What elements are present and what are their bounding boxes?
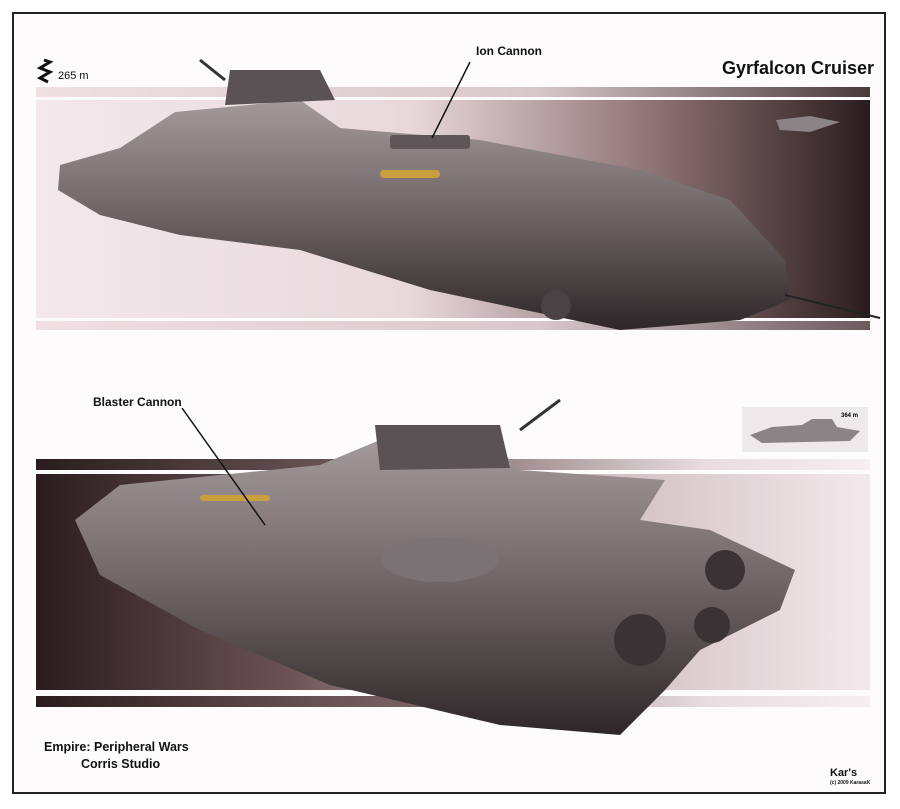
scale-zigzag-icon (36, 58, 54, 84)
credits: Empire: Peripheral Wars Corris Studio (44, 739, 189, 773)
side-view-inset: 364 m (742, 407, 868, 452)
blaster-cannon-leader-line (181, 407, 266, 526)
ion-cannon-label: Ion Cannon (476, 44, 542, 58)
top-stripe (36, 87, 870, 97)
artist-signature: Kar's (c) 2009 KarasaK (830, 768, 870, 788)
cruiser-top-view (58, 58, 881, 330)
signature-name: Kar's (830, 767, 858, 779)
ion-cannon-leader-line (431, 61, 471, 139)
scale-label: 265 m (58, 70, 89, 82)
top-stripe-lower (36, 321, 870, 330)
cruiser-bottom-view (75, 398, 795, 735)
inset-scale-label: 364 m (840, 413, 858, 419)
blaster-cannon-label: Blaster Cannon (93, 395, 182, 409)
credits-game: Empire: Peripheral Wars (44, 740, 189, 754)
top-view-ship-icon (776, 116, 840, 132)
signature-copyright: (c) 2009 KarasaK (830, 780, 871, 786)
credits-studio: Corris Studio (81, 757, 161, 771)
ship-title: Gyrfalcon Cruiser (722, 58, 875, 78)
side-view-ship-icon (750, 419, 860, 443)
